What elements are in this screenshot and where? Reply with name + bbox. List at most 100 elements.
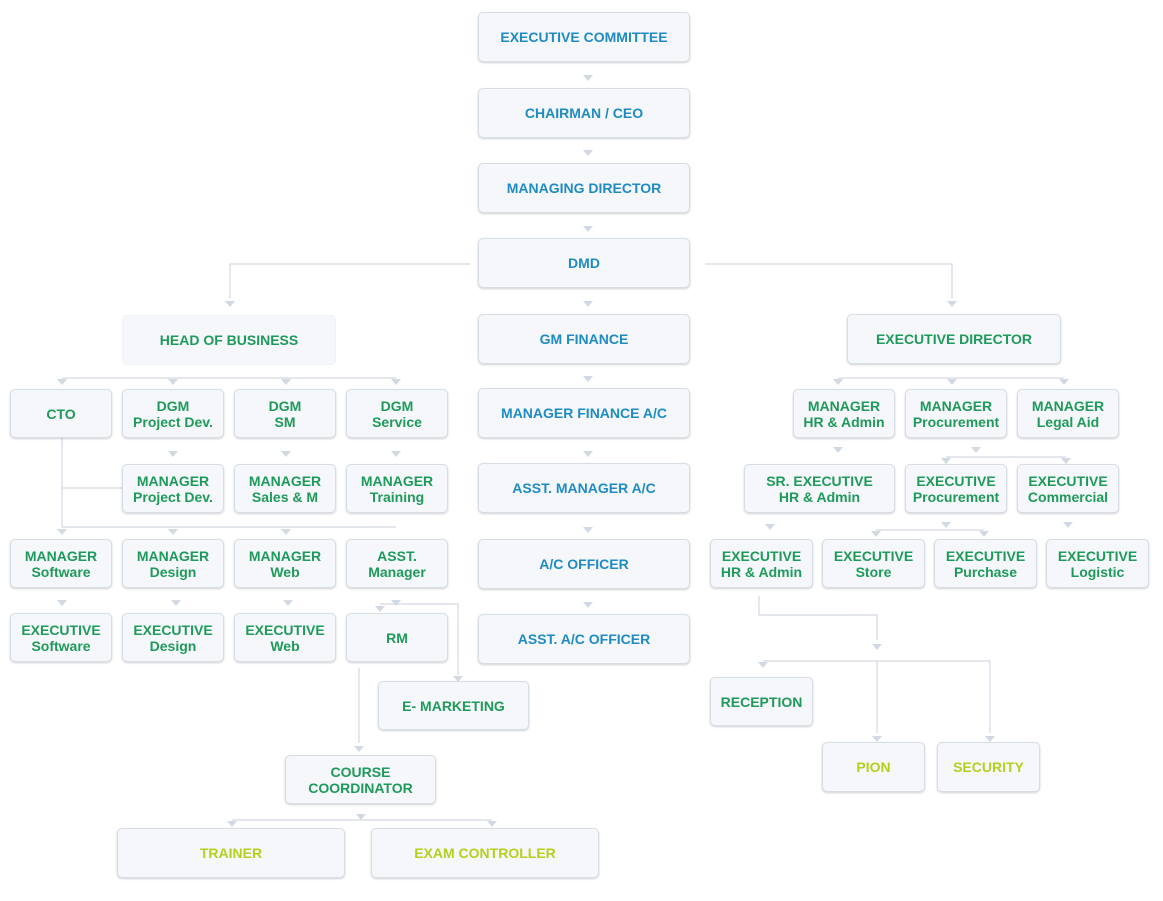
arrowhead-icon <box>391 600 401 606</box>
node-label-line: DGM <box>156 397 190 414</box>
node-label-line: MANAGER FINANCE A/C <box>501 405 667 421</box>
arrowhead-icon <box>487 821 497 827</box>
node-label-line: COORDINATOR <box>308 779 413 796</box>
arrowhead-icon <box>941 458 951 464</box>
node-label-line: HEAD OF BUSINESS <box>159 332 299 348</box>
node-label-line: CTO <box>46 405 76 422</box>
node-label-line: EXECUTIVE COMMITTEE <box>500 29 668 45</box>
node-label-line: DMD <box>568 255 600 271</box>
node-label-line: Training <box>369 488 425 505</box>
arrowhead-icon <box>833 379 843 385</box>
connector-cto-to-manager-software <box>61 438 396 528</box>
arrowhead-icon <box>583 602 593 608</box>
arrowhead-icon <box>225 301 235 307</box>
arrowhead-icon <box>833 447 843 453</box>
arrowhead-icon <box>947 301 957 307</box>
arrowhead-icon <box>281 379 291 385</box>
node-label-line: ASST. <box>377 547 417 564</box>
node-label-line: Logistic <box>1070 563 1125 580</box>
node-label-line: EXAM CONTROLLER <box>414 845 556 861</box>
node-exam-controller: EXAM CONTROLLER <box>371 828 599 878</box>
arrowhead-icon <box>971 447 981 453</box>
connector-executive-hr-admin-to-reception <box>758 596 878 640</box>
arrowhead-icon <box>765 524 775 530</box>
node-label-line: PION <box>856 759 891 775</box>
node-label-line: HR & Admin <box>720 563 803 580</box>
node-label-line: MANAGER <box>24 547 98 564</box>
node-asst-manager-ac: ASST. MANAGER A/C <box>478 463 690 513</box>
node-label-line: SM <box>274 413 296 430</box>
node-label-line: MANAGER <box>1031 397 1105 414</box>
arrowhead-icon <box>375 606 385 612</box>
arrowhead-icon <box>583 527 593 533</box>
node-label-line: RECEPTION <box>720 693 803 710</box>
arrowhead-icon <box>871 531 881 537</box>
node-label-line: SR. EXECUTIVE <box>766 472 873 489</box>
node-label-line: Software <box>31 563 91 580</box>
arrowhead-icon <box>453 676 463 682</box>
arrowhead-icon <box>583 451 593 457</box>
arrowhead-icon <box>168 379 178 385</box>
arrowhead-icon <box>583 150 593 156</box>
arrowhead-icon <box>356 814 366 820</box>
node-label-line: Procurement <box>912 413 1000 430</box>
arrowhead-icon <box>758 662 768 668</box>
node-label-line: Project Dev. <box>133 413 213 430</box>
node-label-line: TRAINER <box>199 845 263 861</box>
node-label-line: Manager <box>368 563 426 580</box>
node-executive-committee: EXECUTIVE COMMITTEE <box>478 12 690 62</box>
node-managing-director: MANAGING DIRECTOR <box>478 163 690 213</box>
arrowhead-icon <box>354 746 364 752</box>
arrowhead-icon <box>1063 522 1073 528</box>
node-cto: CTO <box>10 389 112 438</box>
node-label-line: SECURITY <box>953 759 1024 775</box>
node-label-line: Purchase <box>953 563 1018 580</box>
node-e-marketing: E- MARKETING <box>378 681 529 730</box>
node-label-line: MANAGER <box>248 547 322 564</box>
node-security: SECURITY <box>937 742 1040 792</box>
connector-executive-hr-admin-to-pion <box>763 660 991 733</box>
arrowhead-icon <box>1061 458 1071 464</box>
arrowhead-icon <box>1059 379 1069 385</box>
node-dmd: DMD <box>478 238 690 288</box>
arrowhead-icon <box>227 821 237 827</box>
arrowhead-icon <box>168 529 178 535</box>
arrowhead-icon <box>57 600 67 606</box>
node-pion: PION <box>822 742 925 792</box>
node-label-line: E- MARKETING <box>402 697 505 714</box>
connector-dmd-to-head-of-business <box>229 263 470 298</box>
node-label-line: Service <box>372 413 422 430</box>
node-label-line: EXECUTIVE <box>945 547 1026 564</box>
node-trainer: TRAINER <box>117 828 345 878</box>
arrowhead-icon <box>872 644 882 650</box>
node-label-line: HR & Admin <box>803 413 885 430</box>
node-label-line: MANAGER <box>919 397 993 414</box>
node-label-line: Web <box>270 637 300 654</box>
node-asst-ac-officer: ASST. A/C OFFICER <box>478 614 690 664</box>
node-label-line: ASST. MANAGER A/C <box>512 480 656 496</box>
arrowhead-icon <box>941 522 951 528</box>
arrowhead-icon <box>57 379 67 385</box>
node-label-line: Commercial <box>1027 488 1109 505</box>
node-label-line: EXECUTIVE <box>133 621 213 638</box>
node-label-line: HR & Admin <box>778 488 861 505</box>
node-label-line: EXECUTIVE <box>245 621 325 638</box>
node-label-line: EXECUTIVE <box>833 547 914 564</box>
arrowhead-icon <box>947 379 957 385</box>
node-label-line: Sales & M <box>251 488 319 505</box>
node-label-line: Design <box>149 637 197 654</box>
